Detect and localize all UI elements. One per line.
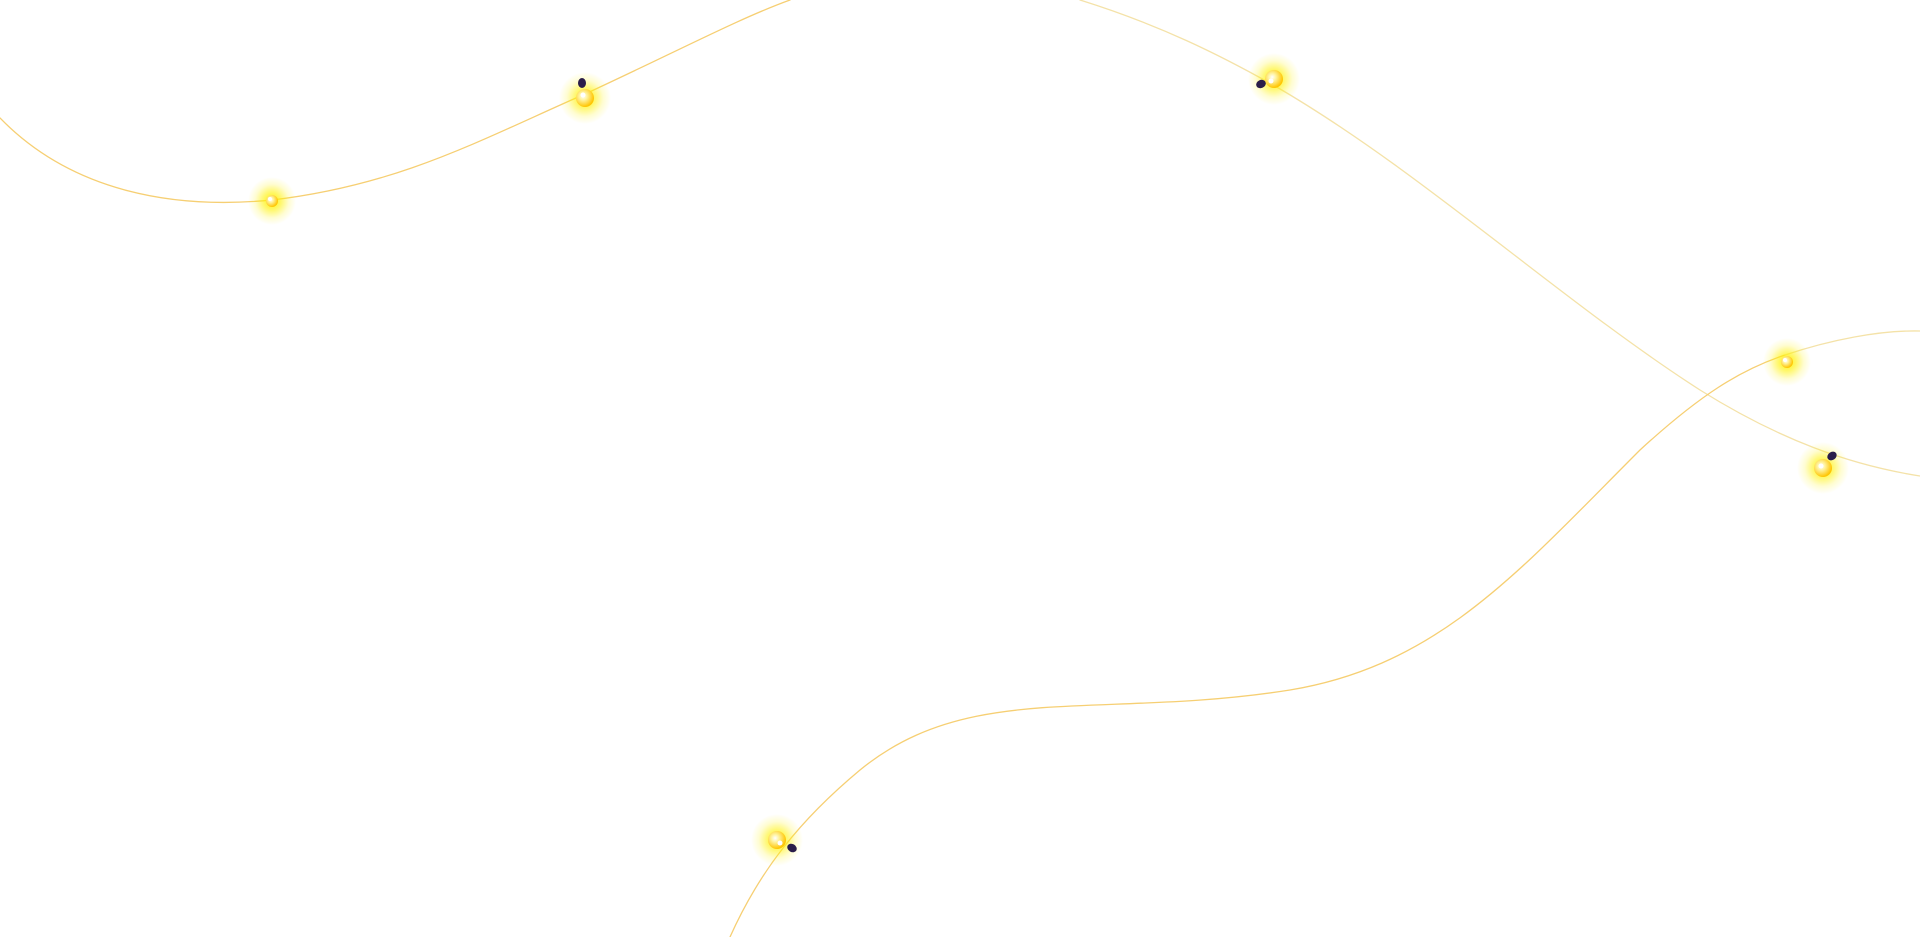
wire-bottom xyxy=(729,354,1786,937)
bulb-highlight xyxy=(1268,78,1274,84)
bulb-5 xyxy=(1797,442,1849,494)
bulb-core xyxy=(576,89,594,107)
bulb-cap-icon xyxy=(1827,451,1837,461)
bulb-1 xyxy=(248,177,296,225)
bulb-cap-icon xyxy=(787,843,797,853)
bulb-core xyxy=(1814,459,1832,477)
bulb-highlight xyxy=(1783,358,1787,362)
bulb-3 xyxy=(1248,53,1300,105)
bulb-highlight xyxy=(580,92,586,98)
wire-top-right xyxy=(1079,0,1920,477)
bulb-core xyxy=(266,195,278,207)
bulb-cap-icon xyxy=(578,78,586,88)
bulb-highlight xyxy=(268,197,272,201)
bulb-highlight xyxy=(777,840,783,846)
bulb-2 xyxy=(559,72,611,124)
bulb-core xyxy=(1781,356,1793,368)
bulb-4 xyxy=(1763,338,1811,386)
bulb-cap-icon xyxy=(1256,79,1266,89)
bulb-highlight xyxy=(1818,463,1824,469)
bulb-6 xyxy=(751,814,803,866)
bulbs xyxy=(248,53,1849,866)
wire-top-left xyxy=(0,0,791,204)
bulb-core xyxy=(768,831,786,849)
bulb-core xyxy=(1265,70,1283,88)
